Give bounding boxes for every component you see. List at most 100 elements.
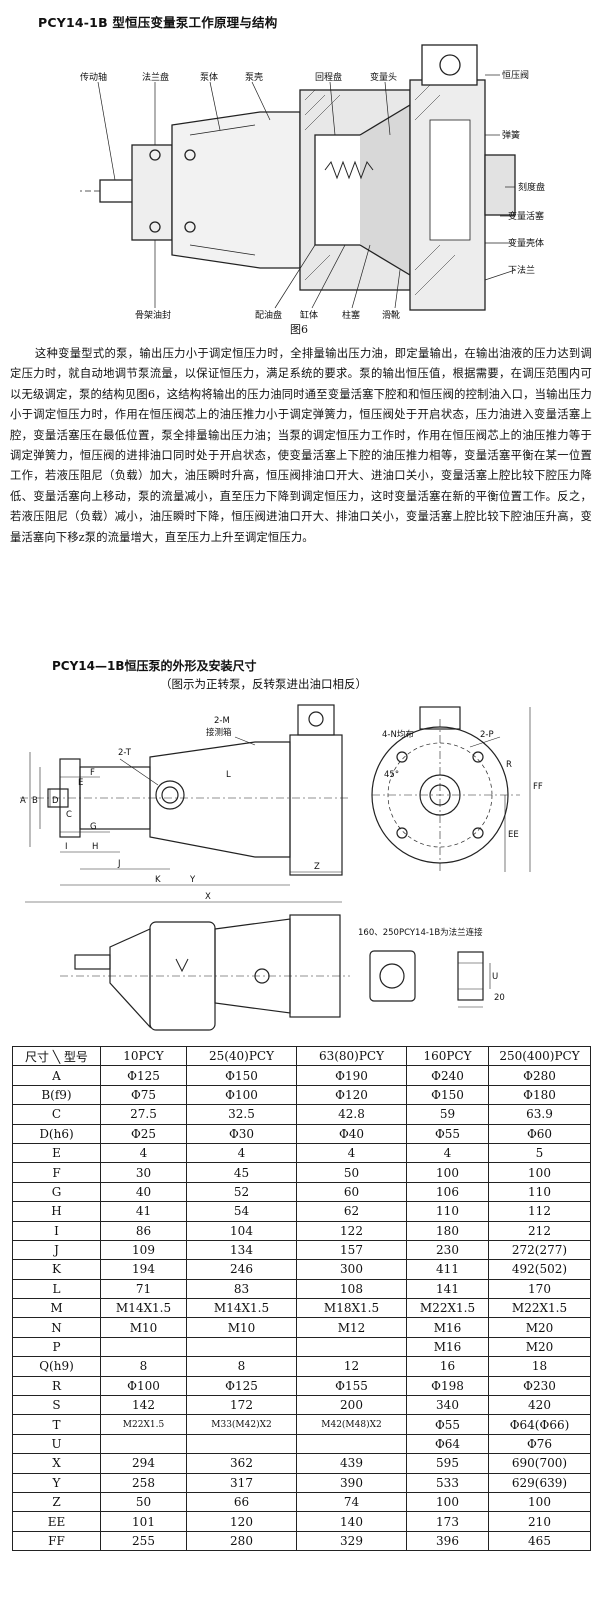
table-cell: 690(700): [488, 1453, 591, 1474]
table-cell: [186, 1336, 297, 1358]
section-note: （图示为正转泵，反转泵进出油口相反）: [160, 677, 367, 691]
table-cell: [186, 1433, 297, 1455]
table-cell: 4: [406, 1142, 489, 1164]
table-cell: M22X1.5: [406, 1298, 489, 1319]
table-cell: 66: [186, 1491, 297, 1513]
table-cell: Φ40: [296, 1123, 407, 1144]
header-model: 10PCY: [100, 1045, 187, 1067]
table-cell: 246: [186, 1259, 297, 1280]
header-dim-model: 尺寸 ╲ 型号: [12, 1045, 101, 1067]
table-cell: 142: [100, 1395, 187, 1416]
page-title: PCY14-1B 型恒压变量泵工作原理与结构: [38, 15, 278, 30]
table-cell: 439: [296, 1453, 407, 1474]
table-cell: 16: [406, 1356, 489, 1377]
figure-caption: 图6: [290, 323, 308, 336]
table-cell: 294: [100, 1453, 187, 1474]
table-cell: 40: [100, 1181, 187, 1203]
table-cell: Φ155: [296, 1375, 407, 1397]
dim-U: U: [492, 972, 498, 982]
label-angle: 45°: [384, 770, 399, 780]
table-cell: M16: [406, 1336, 489, 1358]
label-2p: 2-P: [480, 730, 494, 740]
table-cell: Φ25: [100, 1123, 187, 1144]
dim-I: I: [65, 842, 68, 852]
table-cell: 122: [296, 1220, 407, 1241]
table-cell: 8: [186, 1356, 297, 1377]
table-cell: 396: [406, 1530, 489, 1552]
table-cell: [100, 1336, 187, 1358]
table-cell: 54: [186, 1201, 297, 1222]
table-cell: 106: [406, 1181, 489, 1203]
row-label: T: [12, 1414, 101, 1435]
row-label: D(h6): [12, 1123, 101, 1144]
table-cell: [296, 1433, 407, 1455]
table-cell: 230: [406, 1239, 489, 1261]
table-cell: 100: [488, 1162, 591, 1183]
table-cell: 32.5: [186, 1104, 297, 1125]
table-cell: Φ150: [186, 1065, 297, 1086]
dim-F: F: [90, 768, 95, 778]
table-cell: 595: [406, 1453, 489, 1474]
table-cell: 59: [406, 1104, 489, 1125]
row-label: L: [12, 1278, 101, 1300]
table-cell: 52: [186, 1181, 297, 1203]
table-cell: 4: [296, 1142, 407, 1164]
table-cell: 173: [406, 1511, 489, 1532]
label-drive-shaft: 传动轴: [80, 71, 107, 83]
label-4n: 4-N均布: [382, 729, 414, 740]
table-cell: 629(639): [488, 1472, 591, 1493]
dim-Y: Y: [189, 875, 196, 885]
table-cell: 18: [488, 1356, 591, 1377]
label-plunger: 柱塞: [342, 309, 360, 321]
table-cell: 74: [296, 1491, 407, 1513]
row-label: I: [12, 1220, 101, 1241]
table-cell: 272(277): [488, 1239, 591, 1261]
table-cell: 101: [100, 1511, 187, 1532]
row-label: S: [12, 1395, 101, 1416]
header-model: 250(400)PCY: [488, 1045, 591, 1067]
table-cell: 194: [100, 1259, 187, 1280]
table-cell: 27.5: [100, 1104, 187, 1125]
label-variable-piston: 变量活塞: [508, 210, 544, 222]
dim-R: R: [506, 760, 512, 770]
section-subtitle: PCY14—1B恒压泵的外形及安装尺寸: [52, 659, 257, 673]
header-model: 160PCY: [406, 1045, 489, 1067]
table-cell: 362: [186, 1453, 297, 1474]
row-label: J: [12, 1239, 101, 1261]
table-cell: 104: [186, 1220, 297, 1241]
table-cell: 258: [100, 1472, 187, 1493]
row-label: Y: [12, 1472, 101, 1493]
label-valve-plate: 配油盘: [255, 309, 282, 321]
table-cell: Φ64: [406, 1433, 489, 1455]
label-spring: 弹簧: [502, 129, 520, 141]
table-cell: Φ64(Φ66): [488, 1414, 591, 1435]
table-cell: 134: [186, 1239, 297, 1261]
dim-X: X: [205, 892, 211, 902]
table-cell: 411: [406, 1259, 489, 1280]
row-label: Z: [12, 1491, 101, 1513]
table-cell: M33(M42)X2: [186, 1414, 297, 1435]
dim-L: L: [226, 770, 231, 780]
table-cell: M20: [488, 1317, 591, 1338]
dim-K: K: [155, 875, 161, 885]
label-variable-head: 变量头: [370, 71, 397, 83]
pump-outline-drawing: 2-M 接测箱 2-T 4-N均布 2-P 45° 160、250PCY14-1…: [20, 704, 543, 1031]
row-label: U: [12, 1433, 101, 1455]
table-cell: M22X1.5: [488, 1298, 591, 1319]
pump-section-drawing: 传动轴 法兰盘 泵体 泵壳 回程盘 变量头 恒压阀 弹簧 刻度盘 变量活塞 变量…: [80, 44, 545, 321]
row-label: N: [12, 1317, 101, 1338]
table-cell: Φ125: [186, 1375, 297, 1397]
table-cell: 110: [406, 1201, 489, 1222]
table-cell: Φ125: [100, 1065, 187, 1086]
table-cell: 340: [406, 1395, 489, 1416]
dimension-table: 尺寸 ╲ 型号 10PCY 25(40)PCY 63(80)PCY 160PCY…: [12, 1045, 591, 1552]
table-cell: 45: [186, 1162, 297, 1183]
table-cell: M20: [488, 1336, 591, 1358]
label-dim-20: 20: [494, 993, 505, 1003]
